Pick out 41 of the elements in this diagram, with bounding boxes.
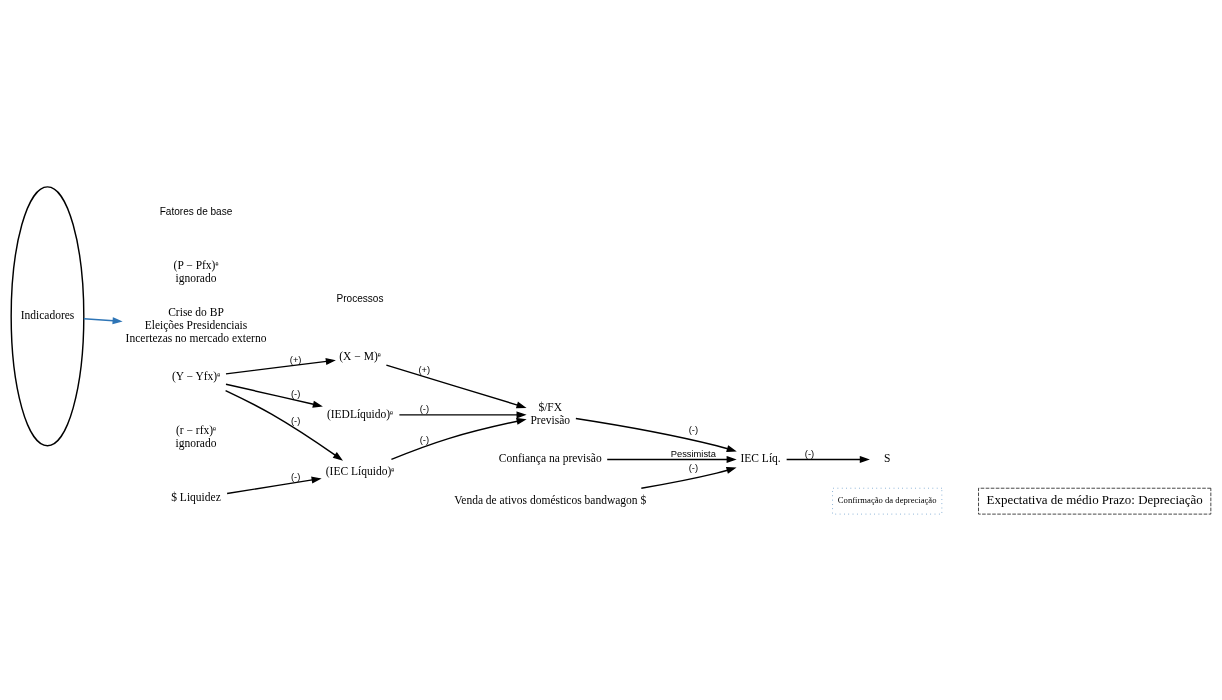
node-text: Venda de ativos domésticos bandwagon $ — [454, 493, 647, 506]
node-text: (r − rfx)ᵉ ignorado — [175, 423, 217, 449]
edge-label: (-) — [290, 415, 301, 426]
label: Processos — [336, 292, 384, 304]
node-box: Expectativa de médio Prazo: Depreciação — [978, 487, 1212, 514]
edge-label: (-) — [290, 388, 301, 399]
node-text: (X − M)ᵉ — [339, 349, 381, 362]
edge-label: (-) — [419, 434, 430, 445]
arrow — [785, 455, 870, 463]
edge-label: (-) — [688, 462, 699, 473]
arrow — [225, 357, 336, 375]
node-text: $/FX Previsão — [530, 400, 571, 426]
edge-label: (-) — [688, 424, 699, 435]
node-text: (Y − Yfx)ᵉ — [171, 369, 221, 382]
arrow — [226, 476, 322, 494]
edge-label: (-) — [804, 448, 815, 459]
node-text: (P − Pfx)ᵉ ignorado — [173, 258, 219, 284]
arrow — [390, 417, 527, 460]
arrow — [575, 417, 737, 452]
arrow — [606, 455, 737, 463]
node-text: S — [883, 451, 891, 464]
node-text: (IEC Líquido)ᵉ — [325, 464, 395, 477]
arrow — [83, 316, 123, 324]
node-ellipse: Indicadores — [10, 185, 85, 447]
arrow — [385, 363, 527, 408]
arrow — [225, 382, 323, 408]
node-text: IEC Líq. — [740, 451, 781, 464]
node-text: Confiança na previsão — [498, 451, 602, 464]
node-box: Confirmação da depreciação — [832, 487, 943, 514]
arrow — [224, 389, 343, 461]
node-text: Crise do BP Eleições Presidenciais Incertezas no mercado externo — [125, 305, 267, 344]
label: Fatores de base — [159, 205, 233, 217]
arrow — [640, 466, 737, 489]
arrow — [398, 410, 527, 418]
edge-label: (-) — [290, 471, 301, 482]
edge-label: (+) — [289, 354, 302, 365]
edge-label: (-) — [419, 403, 430, 414]
edge-label: Pessimista — [670, 448, 716, 459]
edge-label: (+) — [418, 364, 431, 375]
node-text: (IEDLíquido)ᵉ — [326, 407, 394, 420]
node-text: $ Liquidez — [171, 490, 221, 503]
